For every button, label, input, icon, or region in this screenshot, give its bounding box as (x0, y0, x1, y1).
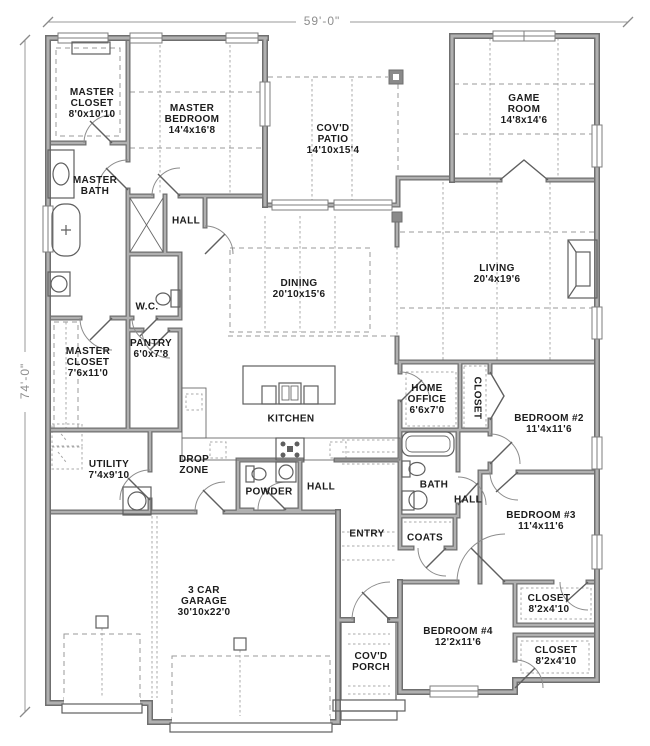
room-label-covd-porch: COV'D PORCH (352, 651, 390, 673)
room-name: MASTER BATH (72, 174, 118, 197)
room-name: CLOSET (527, 592, 571, 604)
room-label-drop-zone: DROP ZONE (179, 454, 209, 476)
room-size: 11'4x11'6 (526, 424, 572, 435)
room-size: 6'0x7'8 (133, 349, 169, 360)
windows (42, 30, 603, 698)
room-label-hall-bed: HALL (454, 494, 482, 505)
room-name: HOME OFFICE (407, 383, 447, 406)
room-name: MASTER CLOSET (69, 87, 115, 110)
room-name: POWDER (245, 486, 293, 498)
room-size: 30'10x22'0 (177, 607, 231, 619)
room-name: BEDROOM #4 (423, 625, 493, 637)
room-label-hall-kitchen: HALL (307, 481, 335, 492)
room-size: 6'6x7'0 (409, 405, 445, 417)
room-name: BEDROOM #2 (514, 412, 584, 424)
room-name: BEDROOM #3 (506, 509, 576, 521)
room-name: COV'D PORCH (352, 650, 390, 673)
covered-porch-outline (332, 623, 406, 721)
room-label-coats: COATS (407, 532, 443, 543)
room-label-entry: ENTRY (349, 528, 384, 539)
room-name: DINING (280, 277, 318, 289)
garage-doors (61, 615, 333, 733)
room-name: MASTER BEDROOM (164, 103, 220, 126)
room-size: 11'4x11'6 (518, 521, 564, 532)
room-name: GAME ROOM (507, 93, 541, 116)
room-label-master-bath: MASTER BATH (73, 175, 117, 197)
room-name: 3 CAR GARAGE (181, 585, 227, 608)
room-size: 14'4x16'8 (168, 125, 216, 137)
doors (79, 114, 589, 689)
room-size: 14'10x15'4 (306, 145, 360, 157)
room-name: DROP ZONE (178, 453, 210, 476)
room-name: KITCHEN (267, 413, 315, 425)
room-name: COV'D PATIO (316, 123, 350, 146)
room-label-closet-bed2: CLOSET (471, 376, 483, 420)
patio-post-center (393, 74, 399, 80)
room-size: 12'2x11'6 (434, 637, 482, 648)
room-name: CLOSET (471, 376, 483, 420)
room-size: 8'0x10'10 (68, 109, 116, 121)
fixtures (47, 41, 598, 516)
room-size: 20'4x19'6 (473, 274, 521, 285)
room-size: 8'2x4'10 (528, 604, 570, 615)
room-name: MASTER CLOSET (65, 346, 111, 369)
room-label-wc: W.C. (135, 301, 158, 312)
room-label-powder: POWDER (245, 486, 292, 497)
room-name: CLOSET (534, 644, 578, 656)
room-name: COATS (406, 532, 444, 544)
dimension-left-label: 74'-0" (18, 362, 32, 400)
room-size: 8'2x4'10 (535, 656, 577, 667)
room-name: HALL (171, 215, 201, 227)
room-label-kitchen: KITCHEN (268, 413, 315, 424)
room-name: PANTRY (129, 337, 173, 349)
dimension-top-label: 59'-0" (303, 14, 341, 28)
living-post (391, 211, 403, 223)
room-name: UTILITY (88, 458, 130, 470)
room-name: HALL (306, 481, 336, 493)
room-label-bath-2: BATH (420, 479, 448, 490)
dimension-lines (19, 16, 634, 718)
room-name: ENTRY (349, 528, 385, 540)
room-size: 20'10x15'6 (272, 289, 326, 300)
room-label-hall-master: HALL (172, 215, 200, 226)
room-size: 14'8x14'6 (500, 115, 548, 127)
room-name: W.C. (135, 301, 159, 313)
room-name: HALL (453, 494, 483, 506)
room-name: BATH (419, 479, 449, 491)
room-name: LIVING (479, 262, 515, 274)
room-size: 7'4x9'10 (88, 470, 130, 481)
room-size: 7'6x11'0 (67, 368, 109, 380)
